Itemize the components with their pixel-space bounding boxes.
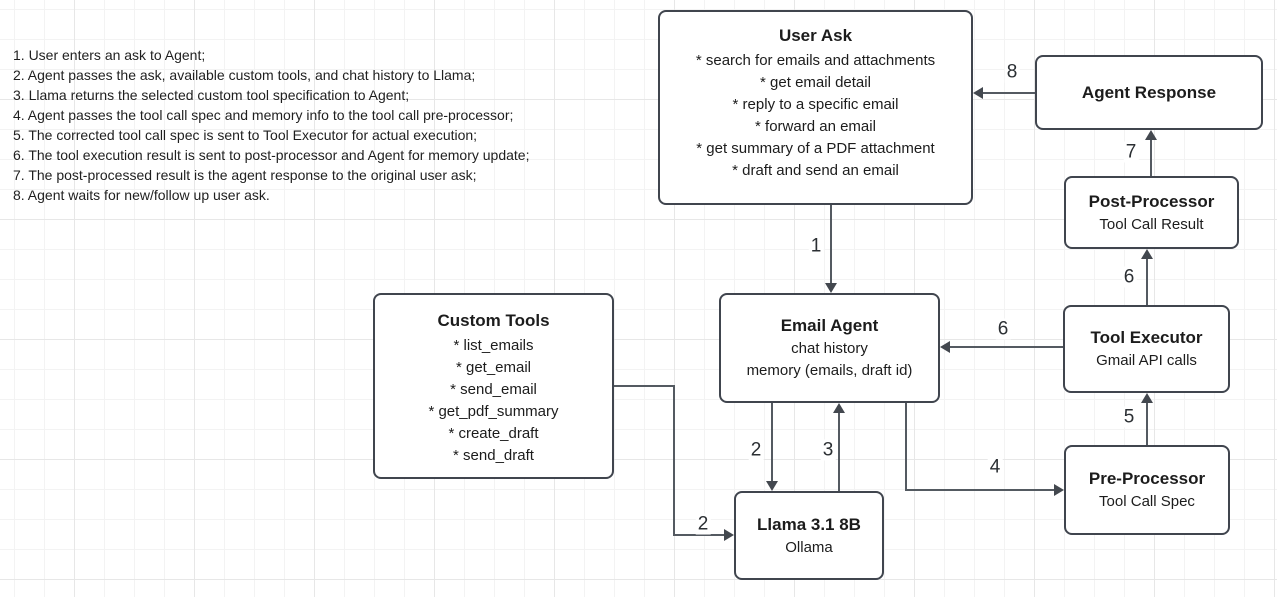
node-item: * forward an email [755, 118, 876, 135]
arrow-segment [771, 403, 773, 483]
arrow-segment [614, 385, 674, 387]
arrow-segment [905, 489, 1054, 491]
edge-label: 5 [1121, 406, 1137, 428]
node-item: * search for emails and attachments [695, 52, 936, 69]
arrow-segment [1146, 402, 1148, 445]
edge-label: 3 [820, 439, 836, 461]
edge-label: 7 [1123, 141, 1139, 163]
arrow-segment [982, 92, 1035, 94]
edge-label: 6 [1121, 266, 1137, 288]
node-subtitle: Gmail API calls [1096, 352, 1197, 369]
node-post-processor[interactable]: Post-Processor Tool Call Result [1064, 176, 1239, 249]
node-item: * create_draft [448, 425, 539, 442]
arrowhead-right-icon [724, 529, 734, 541]
arrowhead-up-icon [1141, 393, 1153, 403]
node-item: * draft and send an email [732, 162, 899, 179]
arrowhead-down-icon [825, 283, 837, 293]
node-user-ask[interactable]: User Ask * search for emails and attachm… [658, 10, 973, 205]
step-line: 5. The corrected tool call spec is sent … [13, 127, 478, 143]
node-title: Llama 3.1 8B [757, 514, 861, 534]
arrow-segment [1150, 139, 1152, 176]
edge-label: 1 [808, 235, 824, 257]
arrow-segment [673, 385, 675, 536]
edge-label: 2 [748, 439, 764, 461]
node-item: * get email detail [760, 74, 871, 91]
step-line: 3. Llama returns the selected custom too… [13, 87, 410, 103]
arrow-segment [1146, 258, 1148, 305]
arrowhead-down-icon [766, 481, 778, 491]
step-line: 6. The tool execution result is sent to … [13, 147, 530, 163]
node-title: Post-Processor [1088, 191, 1215, 211]
arrowhead-up-icon [833, 403, 845, 413]
edge-label: 6 [995, 318, 1011, 340]
step-line: 8. Agent waits for new/follow up user as… [13, 187, 270, 203]
step-line: 2. Agent passes the ask, available custo… [13, 67, 476, 83]
node-subtitle: Tool Call Spec [1099, 493, 1195, 510]
node-subtitle: Tool Call Result [1099, 215, 1204, 233]
node-line: memory (emails, draft id) [746, 362, 913, 379]
arrowhead-left-icon [973, 87, 983, 99]
arrow-segment [673, 534, 724, 536]
arrowhead-right-icon [1054, 484, 1064, 496]
node-custom-tools[interactable]: Custom Tools * list_emails * get_email *… [373, 293, 614, 479]
arrow-segment [949, 346, 1063, 348]
arrowhead-left-icon [940, 341, 950, 353]
node-tool-executor[interactable]: Tool Executor Gmail API calls [1063, 305, 1230, 393]
edge-label: 8 [1004, 61, 1020, 83]
arrow-segment [905, 403, 907, 491]
node-title: Email Agent [780, 316, 879, 335]
node-title: Custom Tools [437, 311, 550, 330]
node-email-agent[interactable]: Email Agent chat history memory (emails,… [719, 293, 940, 403]
node-llama[interactable]: Llama 3.1 8B Ollama [734, 491, 884, 580]
edge-label: 2 [695, 513, 711, 535]
node-item: * get summary of a PDF attachment [696, 140, 935, 157]
edge-label: 4 [987, 456, 1003, 478]
arrowhead-up-icon [1145, 130, 1157, 140]
arrow-segment [830, 205, 832, 285]
node-title: Agent Response [1081, 82, 1217, 102]
step-line: 1. User enters an ask to Agent; [13, 47, 206, 63]
node-pre-processor[interactable]: Pre-Processor Tool Call Spec [1064, 445, 1230, 535]
node-item: * get_email [455, 359, 532, 376]
node-item: * list_emails [453, 337, 534, 354]
node-item: * get_pdf_summary [428, 403, 559, 420]
arrowhead-up-icon [1141, 249, 1153, 259]
node-title: Pre-Processor [1088, 469, 1206, 488]
step-line: 7. The post-processed result is the agen… [13, 167, 477, 183]
node-item: * send_draft [453, 447, 534, 464]
node-title: Tool Executor [1090, 328, 1203, 347]
node-item: * send_email [450, 381, 537, 398]
arrow-segment [838, 412, 840, 491]
node-agent-response[interactable]: Agent Response [1035, 55, 1263, 130]
node-title: User Ask [778, 26, 853, 45]
step-line: 4. Agent passes the tool call spec and m… [13, 107, 514, 123]
steps-legend: 1. User enters an ask to Agent; 2. Agent… [13, 45, 673, 205]
node-item: * reply to a specific email [732, 96, 899, 113]
node-subtitle: Ollama [785, 538, 833, 556]
node-line: chat history [791, 340, 868, 357]
